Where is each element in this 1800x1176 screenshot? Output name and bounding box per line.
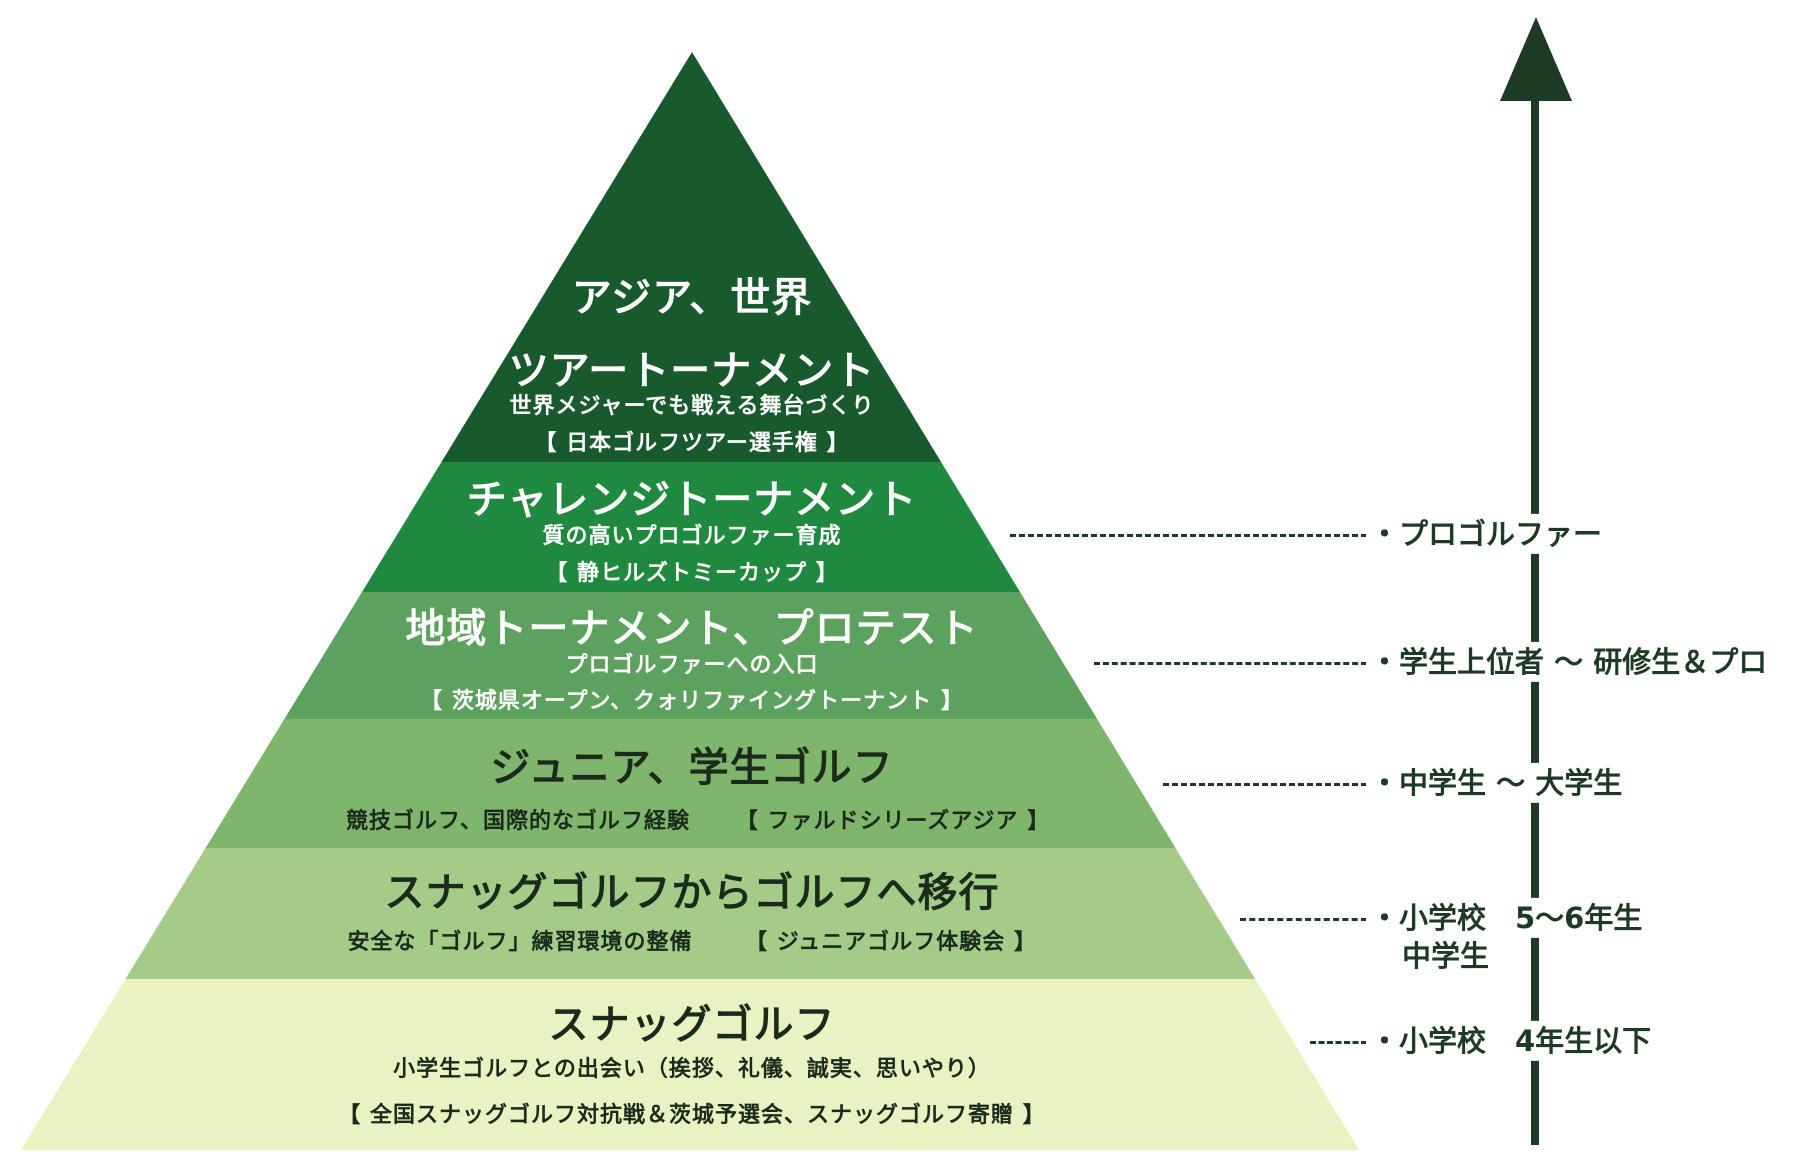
tier-subtitle: 小学生ゴルフとの出会い（挨拶、礼儀、誠実、思いやり） <box>393 1057 991 1082</box>
level-label: ・小学校 5～6年生 <box>1366 897 1647 939</box>
level-connector <box>1240 918 1367 921</box>
tier-title: アジア、世界 <box>571 275 813 321</box>
tier-title: チャレンジトーナメント <box>466 477 918 523</box>
tier-event: 【 日本ゴルフツアー選手権 】 <box>534 431 850 456</box>
progression-arrow-shaft <box>1531 90 1539 1145</box>
level-connector <box>1094 662 1367 665</box>
level-connector <box>1163 783 1367 786</box>
tier-event: 【 ジュニアゴルフ体験会 】 <box>745 930 1037 955</box>
level-label: ・小学校 4年生以下 <box>1366 1020 1656 1062</box>
level-label: ・学生上位者 ～ 研修生＆プロ <box>1366 641 1772 683</box>
level-label: ・中学生 ～ 大学生 <box>1366 762 1627 804</box>
tier-subtitle: 安全な「ゴルフ」練習環境の整備 <box>347 930 693 955</box>
tier-subtitle: 質の高いプロゴルファー育成 <box>542 524 842 549</box>
tier-title: ジュニア、学生ゴルフ <box>490 745 894 791</box>
arrow-up-icon <box>1500 17 1572 101</box>
tier-title: ツアートーナメント <box>508 348 876 394</box>
tier-event: 【 全国スナッグゴルフ対抗戦＆茨城予選会、スナッグゴルフ寄贈 】 <box>338 1103 1046 1128</box>
tier-subtitle: 競技ゴルフ、国際的なゴルフ経験 <box>345 809 691 834</box>
level-connector <box>1010 534 1367 537</box>
tier-event: 【 茨城県オープン、クォリファイングトーナント 】 <box>420 689 964 714</box>
tier-title: スナッグゴルフからゴルフへ移行 <box>384 870 1000 916</box>
tier-subtitle: 世界メジャーでも戦える舞台づくり <box>509 394 875 419</box>
tier-event: 【 静ヒルズトミーカップ 】 <box>545 561 839 586</box>
tier-band-6 <box>21 979 1359 1150</box>
level-label-line2: 中学生 <box>1398 935 1494 977</box>
tier-subtitle: プロゴルファーへの入口 <box>565 653 819 678</box>
tier-title: スナッグゴルフ <box>548 1002 836 1048</box>
tier-title: 地域トーナメント、プロテスト <box>405 606 979 652</box>
tier-event: 【 ファルドシリーズアジア 】 <box>735 809 1051 834</box>
level-label: ・プロゴルファー <box>1366 513 1607 555</box>
level-connector <box>1310 1041 1367 1044</box>
tier-band-5 <box>21 848 1359 979</box>
